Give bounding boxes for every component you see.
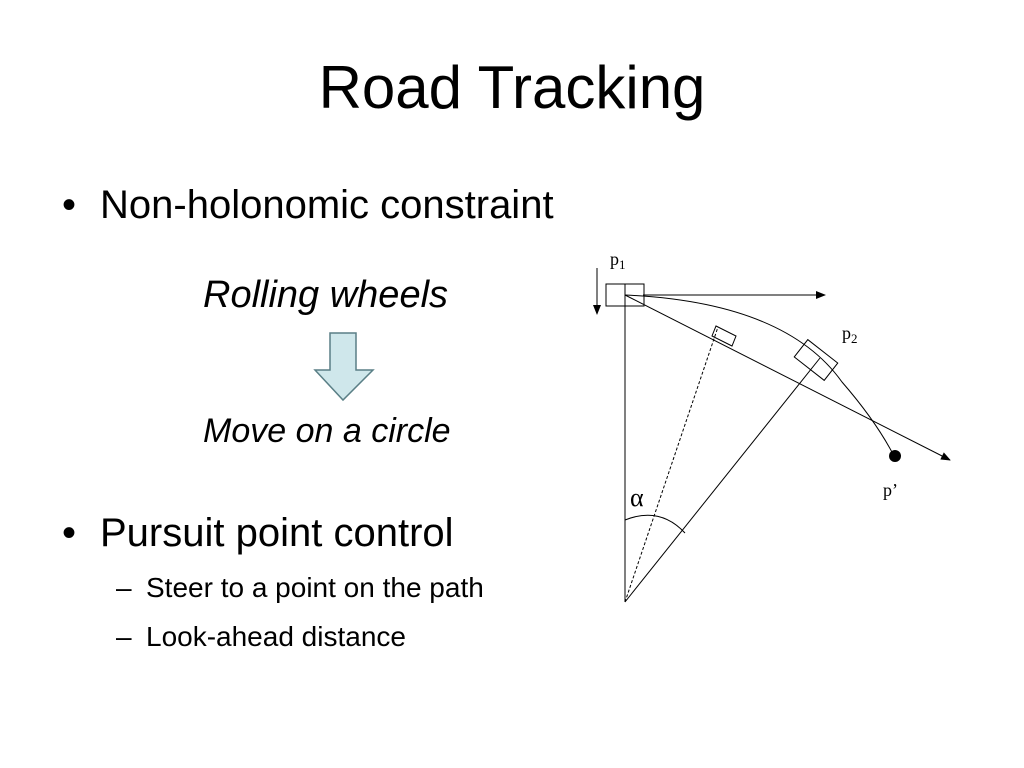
sub-bullet-steer: –Steer to a point on the path <box>116 570 484 606</box>
slide-title: Road Tracking <box>318 54 706 121</box>
right-angle-marker <box>711 325 737 347</box>
label-p1-sub: 1 <box>619 257 626 272</box>
path-arc <box>624 294 894 455</box>
sub-bullet-dash: – <box>116 572 132 603</box>
bullet-text: Pursuit point control <box>100 511 454 555</box>
move-on-circle-text: Move on a circle <box>203 412 451 450</box>
pursuit-diagram: p1 p2 p’ α <box>593 249 951 603</box>
sub-bullet-text: Steer to a point on the path <box>146 572 484 603</box>
label-p2-base: p <box>842 323 851 343</box>
label-p2-sub: 2 <box>851 331 858 346</box>
label-p1-base: p <box>610 249 619 269</box>
label-alpha: α <box>630 483 644 512</box>
label-p2: p2 <box>842 323 858 346</box>
pursuit-point-dot <box>889 450 901 462</box>
sub-bullet-dash: – <box>116 621 132 652</box>
bullet-text: Non-holonomic constraint <box>100 183 554 227</box>
label-p1: p1 <box>610 249 626 272</box>
vehicle-box-p1 <box>605 283 645 307</box>
alpha-arc <box>624 514 686 534</box>
sub-bullet-text: Look-ahead distance <box>146 621 406 652</box>
bullet-dot: • <box>62 511 77 555</box>
down-arrow-icon <box>313 332 375 402</box>
bisector-dashed-line <box>624 326 719 603</box>
radius-to-p2-line <box>624 357 821 603</box>
sub-bullet-look-ahead: –Look-ahead distance <box>116 619 406 655</box>
label-p-prime: p’ <box>883 480 898 500</box>
bullet-dot: • <box>62 183 77 227</box>
vehicle-box-p2 <box>793 338 839 382</box>
bullet-non-holonomic: • Non-holonomic constraint <box>62 180 554 230</box>
look-ahead-line <box>624 294 951 461</box>
rolling-wheels-text: Rolling wheels <box>203 274 449 316</box>
bullet-pursuit-point: • Pursuit point control <box>62 508 454 558</box>
